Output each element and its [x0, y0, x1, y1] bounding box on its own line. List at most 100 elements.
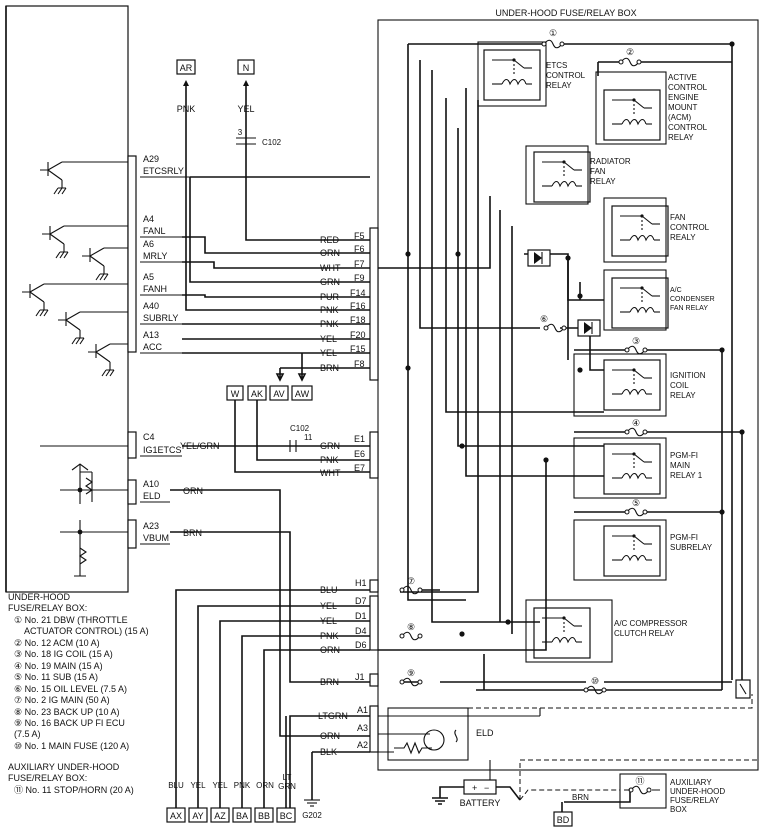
legend-line-1: ① No. 21 DBW (THROTTLE — [14, 615, 128, 625]
rad-l2: FAN — [590, 167, 606, 176]
term-f20: F20 — [350, 330, 366, 340]
wire-e-grn: GRN — [320, 441, 340, 451]
term-f7: F7 — [354, 259, 365, 269]
svg-text:−: − — [484, 783, 489, 793]
connector-bb: BB — [258, 811, 270, 821]
junction-dots — [405, 41, 745, 637]
pin-c4: C4 — [143, 432, 155, 442]
fuse-num-7: ⑦ — [407, 576, 415, 586]
ground-label: G202 — [302, 811, 322, 820]
fan-l1: FAN — [670, 213, 686, 222]
connector-bc: BC — [280, 811, 293, 821]
etcs-l3: RELAY — [546, 81, 572, 90]
legend-aux-heading-2: FUSE/RELAY BOX: — [8, 773, 87, 783]
term-f14: F14 — [350, 288, 366, 298]
dashed-link-1 — [388, 694, 753, 709]
legend-line-9: ⑧ No. 23 BACK UP (10 A) — [14, 707, 119, 717]
pin-acc: ACC — [143, 342, 163, 352]
relay-ac-fan — [603, 269, 669, 331]
connector-n — [237, 59, 255, 75]
term-f6: F6 — [354, 244, 365, 254]
legend-line-2: ACTUATOR CONTROL) (15 A) — [24, 626, 149, 636]
fuse-num-4: ④ — [632, 418, 640, 428]
fuse-num-10: ⑩ — [591, 676, 599, 686]
fuse-num-11: ⑪ — [635, 776, 644, 786]
relay-etcs — [477, 41, 547, 107]
term-e1: E1 — [354, 434, 365, 444]
acm-l5: (ACM) — [668, 113, 691, 122]
term-j1: J1 — [355, 672, 365, 682]
term-f16: F16 — [350, 301, 366, 311]
acm-l2: CONTROL — [668, 83, 708, 92]
legend-line-7: ⑥ No. 15 OIL LEVEL (7.5 A) — [14, 684, 127, 694]
acm-l3: ENGINE — [668, 93, 699, 102]
wire-eld-orn: ORN — [320, 731, 340, 741]
fuse-num-6: ⑥ — [540, 314, 548, 324]
term-a3: A3 — [357, 723, 368, 733]
wire-brn: BRN — [320, 363, 339, 373]
term-f15: F15 — [350, 344, 366, 354]
connector-bd — [553, 811, 573, 827]
legend-line-6: ⑤ No. 11 SUB (15 A) — [14, 672, 98, 682]
c102-label-top: C102 — [262, 138, 282, 147]
c102-pin-11: 11 — [304, 433, 313, 442]
relay-radiator — [525, 145, 591, 205]
wire-grn: GRN — [320, 277, 340, 287]
wire-yel-2: YEL — [320, 348, 337, 358]
aux-fuse-box — [619, 773, 667, 809]
fan-l3: REALY — [670, 233, 696, 242]
fuse-num-3: ③ — [632, 336, 640, 346]
legend-aux-line: ⑪ No. 11 STOP/HORN (20 A) — [14, 785, 134, 795]
acm-l6: CONTROL — [668, 123, 708, 132]
term-d4: D4 — [355, 626, 367, 636]
aux-l4: BOX — [670, 805, 688, 814]
bottom-wire-labels: BLU YEL YEL PNK ORN LT GRN — [168, 773, 296, 791]
wire-pnk-2: PNK — [320, 319, 339, 329]
bottom-yel-1: YEL — [190, 781, 206, 790]
bottom-blu: BLU — [168, 781, 184, 790]
acm-l7: RELAY — [668, 133, 694, 142]
legend-line-5: ④ No. 19 MAIN (15 A) — [14, 661, 103, 671]
aux-l1: AUXILIARY — [670, 778, 712, 787]
wire-yel-d7: YEL — [320, 601, 337, 611]
etcs-l2: CONTROL — [546, 71, 586, 80]
connector-ar — [176, 59, 196, 75]
connector-bd-label: BD — [557, 815, 570, 825]
wire-orn: ORN — [320, 248, 340, 258]
pgm1-l2: MAIN — [670, 461, 690, 470]
wire-pnk-1: PNK — [320, 305, 339, 315]
c102-label-mid: C102 — [290, 424, 310, 433]
connector-w: W — [231, 389, 240, 399]
pin-a29: A29 — [143, 154, 159, 164]
acm-l4: MOUNT — [668, 103, 697, 112]
pin-subrly: SUBRLY — [143, 313, 178, 323]
connector-az: AZ — [214, 811, 226, 821]
pin-a6: A6 — [143, 239, 154, 249]
bottom-yel-2: YEL — [212, 781, 228, 790]
relay-acm — [595, 71, 667, 145]
rad-l3: RELAY — [590, 177, 616, 186]
acc-l2: CLUTCH RELAY — [614, 629, 675, 638]
fuse-num-5: ⑤ — [632, 498, 640, 508]
aux-brn: BRN — [572, 793, 589, 802]
wire-yel-grn: YEL/GRN — [180, 441, 220, 451]
connector-ak: AK — [251, 389, 263, 399]
bottom-pnk: PNK — [234, 781, 251, 790]
connector-n-label: N — [243, 63, 250, 73]
ecm-box — [5, 5, 129, 593]
wire-blu: BLU — [320, 585, 338, 595]
connector-ax: AX — [170, 811, 182, 821]
relay-ac-clutch — [525, 599, 613, 663]
legend-line-11: (7.5 A) — [14, 729, 41, 739]
battery-label: BATTERY — [460, 798, 501, 808]
bus-lines — [378, 43, 743, 691]
aux-l2: UNDER-HOOD — [670, 787, 725, 796]
svg-text:+: + — [472, 783, 477, 793]
wire-ecm-orn: ORN — [183, 486, 203, 496]
box-title: UNDER-HOOD FUSE/RELAY BOX — [495, 8, 636, 18]
relay-ignition — [573, 353, 667, 417]
ground-icons — [35, 187, 115, 377]
eld-label: ELD — [476, 728, 494, 738]
wire-pur: PUR — [320, 292, 340, 302]
diode-icons — [527, 249, 601, 337]
